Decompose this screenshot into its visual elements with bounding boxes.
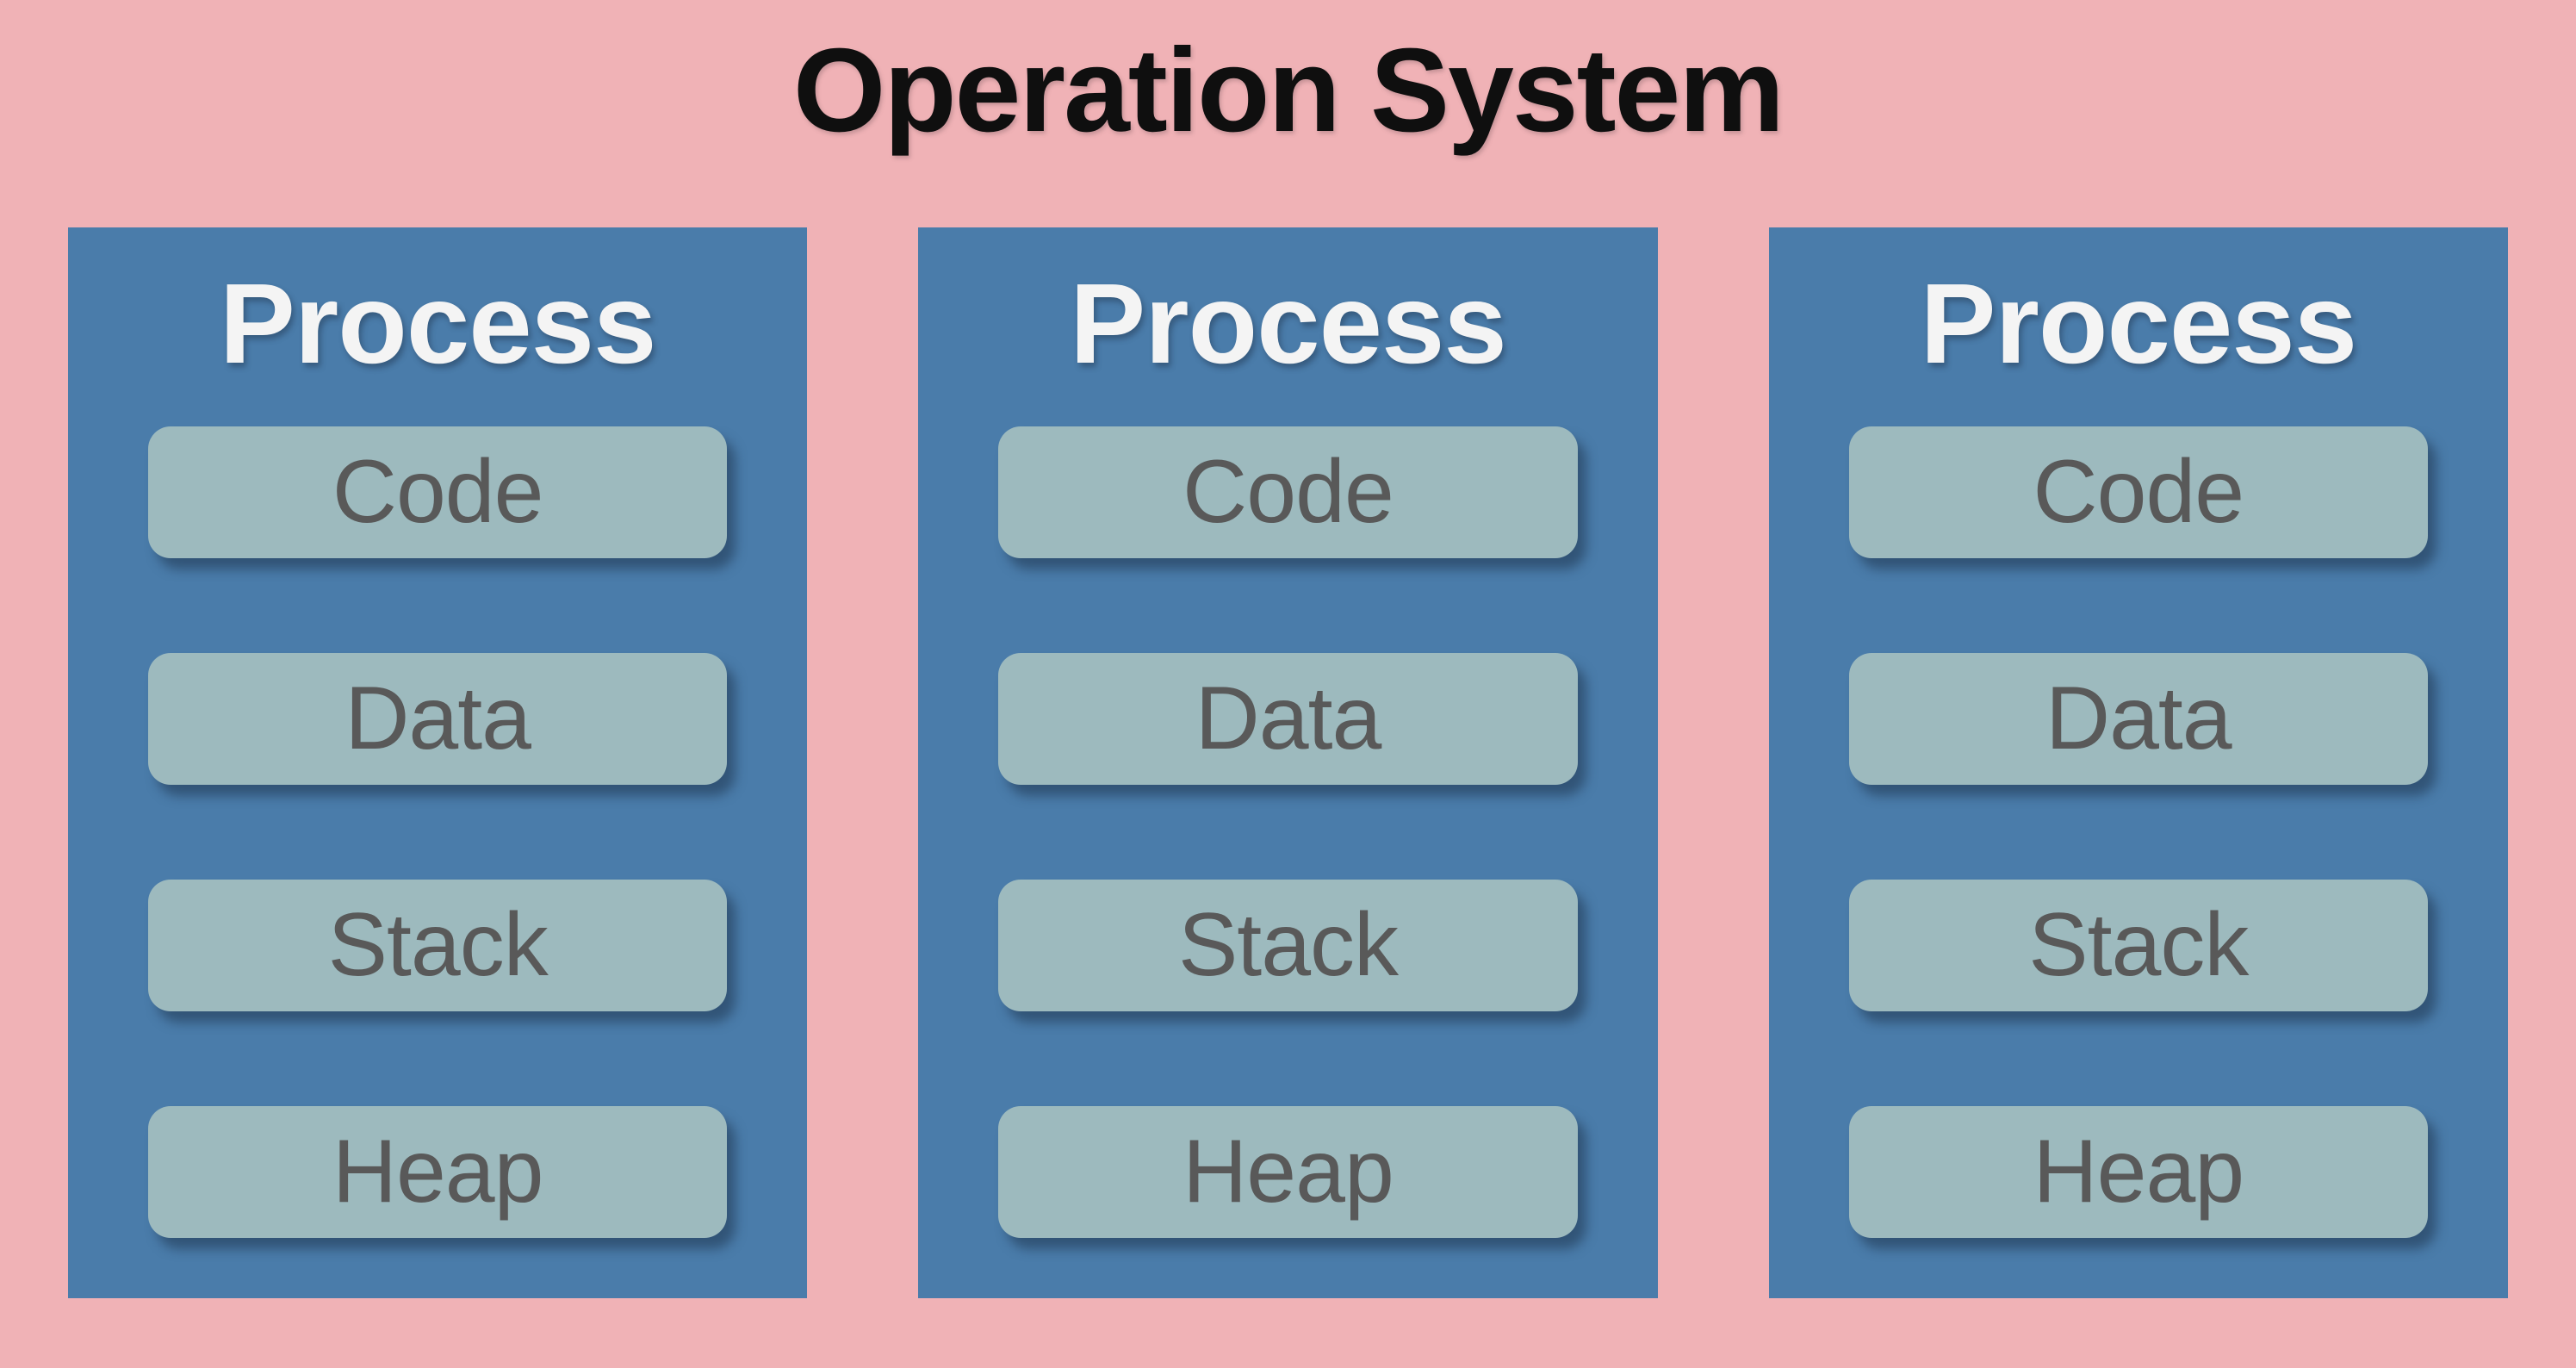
process-box-2: Process Code Data Stack Heap [918, 227, 1658, 1298]
process-title: Process [1070, 260, 1507, 387]
process-row: Process Code Data Stack Heap Process Cod… [68, 227, 2508, 1298]
segment-stack: Stack [998, 879, 1578, 1011]
segment-code: Code [148, 426, 728, 558]
segment-heap: Heap [148, 1105, 728, 1238]
segment-data: Data [148, 652, 728, 785]
process-title: Process [219, 260, 657, 387]
diagram-title: Operation System [792, 24, 1785, 157]
segment-stack: Stack [1848, 879, 2428, 1011]
segment-data: Data [1848, 652, 2428, 785]
segment-code: Code [998, 426, 1578, 558]
segment-heap: Heap [998, 1105, 1578, 1238]
segment-data: Data [998, 652, 1578, 785]
process-title: Process [1920, 260, 2357, 387]
segment-heap: Heap [1848, 1105, 2428, 1238]
process-box-1: Process Code Data Stack Heap [68, 227, 808, 1298]
segment-stack: Stack [148, 879, 728, 1011]
segment-code: Code [1848, 426, 2428, 558]
process-box-3: Process Code Data Stack Heap [1768, 227, 2508, 1298]
